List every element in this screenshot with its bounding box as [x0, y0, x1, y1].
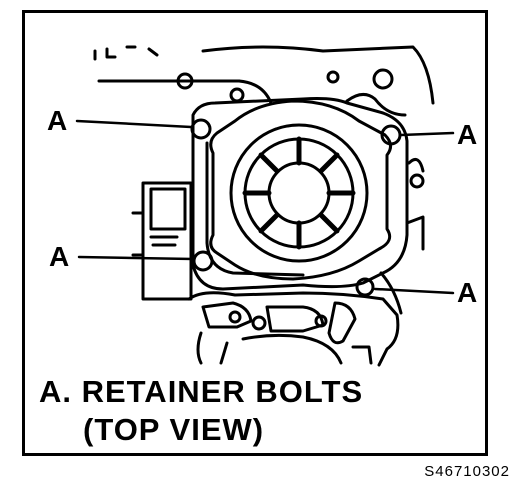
housing-body [191, 93, 409, 315]
callout-a-bottom-right: A [457, 277, 478, 308]
caption-subtitle: (TOP VIEW) [83, 412, 265, 447]
leader-bottom-right [373, 287, 455, 295]
center-bore [229, 123, 369, 263]
left-valve-block [131, 181, 193, 301]
callout-a-bottom-left: A [49, 241, 70, 272]
callout-a-top-right: A [457, 119, 478, 150]
right-passages [405, 157, 425, 251]
illustration-frame: A A A A A. RETAINER BOLTS (TOP VIEW) [22, 10, 488, 456]
leader-top-right [399, 131, 455, 137]
retainer-plate [209, 99, 392, 281]
bolt-bottom-right [355, 277, 375, 297]
figure-reference-code: S46710302 [424, 463, 510, 480]
upper-case-outline [93, 45, 435, 105]
leader-top-left [75, 119, 193, 129]
leader-lines [75, 119, 455, 295]
leader-bottom-left [77, 255, 195, 261]
bolt-bottom-left [192, 250, 214, 272]
callout-a-top-left: A [47, 105, 68, 136]
retainer-top-view-drawing [75, 45, 455, 367]
caption-title: A. RETAINER BOLTS [39, 374, 364, 409]
lower-valve-body [187, 291, 400, 367]
bolt-top-left [190, 118, 212, 140]
